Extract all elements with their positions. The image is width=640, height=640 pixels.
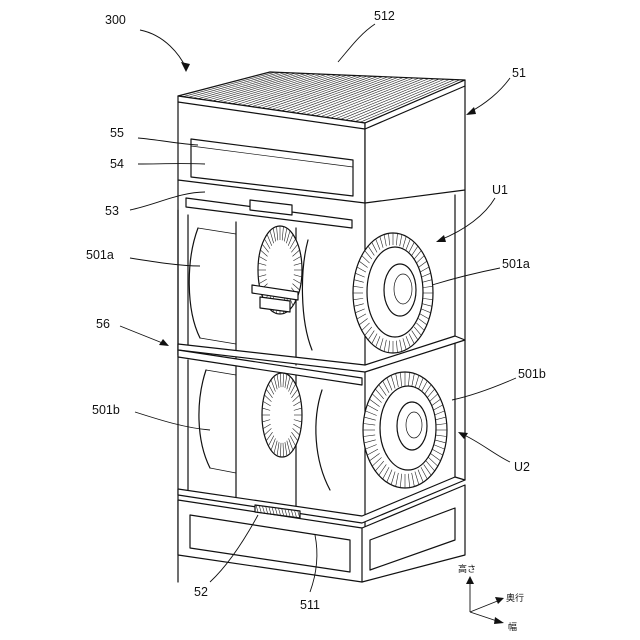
label-300: 300: [105, 13, 126, 27]
label-55: 55: [110, 126, 124, 140]
label-511: 511: [300, 598, 320, 612]
label-u1: U1: [492, 183, 508, 197]
depth-axis-arrow: [470, 600, 500, 612]
blower-501b-right: [316, 372, 447, 490]
blower-501b-left: [199, 370, 236, 473]
axis-label-width: 幅: [508, 621, 517, 633]
label-54: 54: [110, 157, 124, 171]
label-501a-left: 501a: [86, 248, 114, 262]
blower-501a-center: [252, 226, 302, 314]
label-u2: U2: [514, 460, 530, 474]
label-53: 53: [105, 204, 119, 218]
label-512: 512: [374, 9, 395, 23]
label-501a-right: 501a: [502, 257, 530, 271]
label-51: 51: [512, 66, 526, 80]
axis-label-depth: 奥行: [506, 592, 524, 604]
label-52: 52: [194, 585, 208, 599]
label-501b-right: 501b: [518, 367, 546, 381]
label-501b-left: 501b: [92, 403, 120, 417]
label-56: 56: [96, 317, 110, 331]
axis-label-height: 高さ: [458, 563, 476, 575]
axis-indicator: 高さ 奥行 幅: [458, 563, 524, 633]
blower-501b-center: [262, 373, 302, 457]
blower-501a-right: [302, 233, 433, 353]
blower-501a-left: [189, 228, 236, 344]
